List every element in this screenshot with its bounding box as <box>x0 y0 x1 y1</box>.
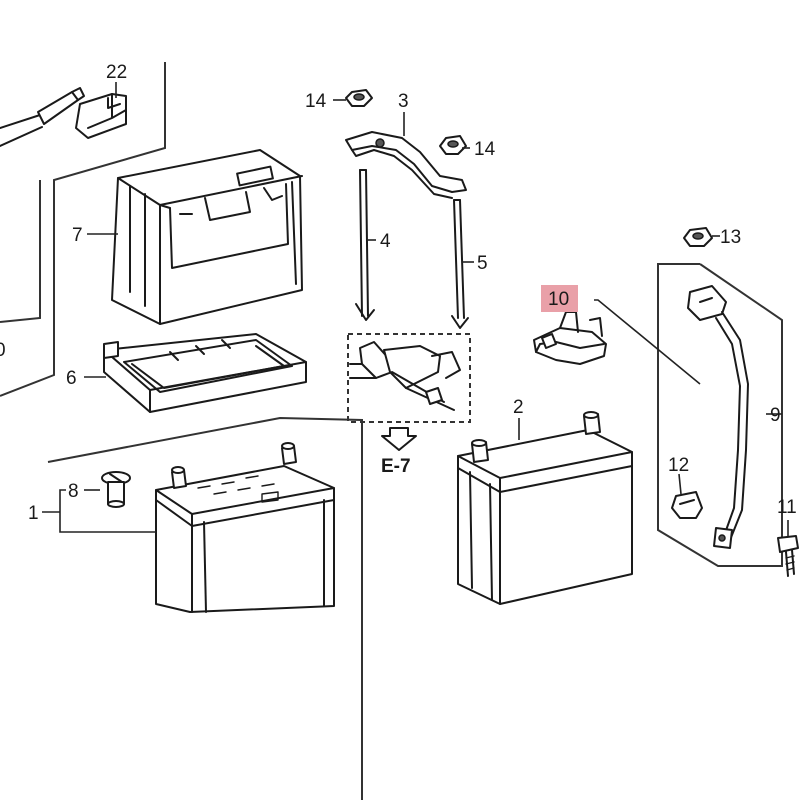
callout-6: 6 <box>66 368 77 389</box>
detail-box <box>347 333 471 423</box>
reference-e7: E-7 <box>381 456 411 477</box>
hold-down-bracket <box>345 131 467 199</box>
edge-label: 0 <box>0 340 6 361</box>
callout-13: 13 <box>720 227 741 248</box>
clip-12 <box>671 491 703 519</box>
callout-8: 8 <box>68 481 79 502</box>
callout-11: 11 <box>777 497 797 518</box>
leader-lines <box>42 82 789 536</box>
callout-2: 2 <box>513 397 524 418</box>
nut-14-top <box>345 89 373 107</box>
battery-box <box>111 149 303 325</box>
bolt-11 <box>777 535 799 577</box>
nut-13 <box>683 227 713 247</box>
callout-10-highlight <box>541 285 578 312</box>
battery-tray <box>103 333 307 413</box>
callout-9: 9 <box>770 405 781 426</box>
callout-12: 12 <box>668 455 689 476</box>
current-sensor <box>533 311 607 365</box>
hold-down-rod-4 <box>355 169 375 321</box>
terminal-cable <box>0 87 127 147</box>
section-frames <box>0 62 363 800</box>
terminal-bolt <box>101 471 131 508</box>
callout-14-top: 14 <box>305 91 327 112</box>
battery-secondary <box>457 411 633 605</box>
battery-main <box>155 442 335 613</box>
hold-down-rod-5 <box>451 199 469 329</box>
callout-1: 1 <box>28 503 39 524</box>
callout-10: 10 <box>548 289 569 310</box>
arrow-down-icon <box>381 427 417 451</box>
callout-22: 22 <box>106 62 127 83</box>
callout-labels: 22 7 6 8 1 14 3 14 4 5 10 2 13 9 12 11 E… <box>0 62 797 524</box>
nut-14-right <box>439 135 467 155</box>
ground-cable <box>657 263 783 567</box>
callout-5: 5 <box>477 253 488 274</box>
callout-7: 7 <box>72 225 83 246</box>
callout-14-right: 14 <box>474 139 496 160</box>
callout-3: 3 <box>398 91 409 112</box>
callout-4: 4 <box>380 231 391 252</box>
